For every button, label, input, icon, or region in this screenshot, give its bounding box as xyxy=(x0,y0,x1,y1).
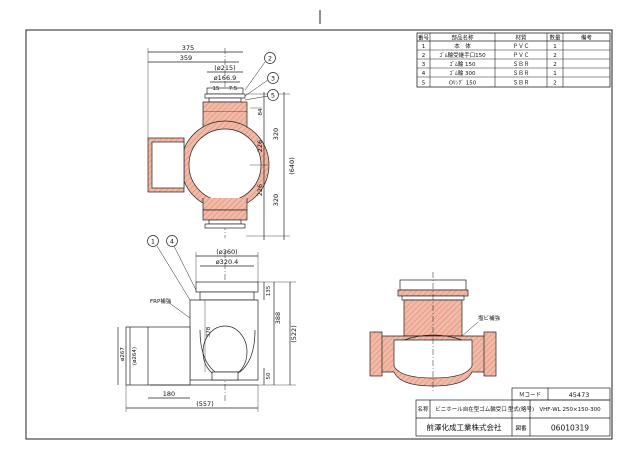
svg-text:1: 1 xyxy=(553,71,557,77)
company-name: 前澤化成工業株式会社 xyxy=(427,422,502,432)
model-label: 型式(略号) xyxy=(508,405,534,413)
model-value: VHF-WL 250×150-300 xyxy=(539,407,601,413)
dim-557: (557) xyxy=(196,400,213,408)
svg-text:ｺﾞﾑ輪受継手口150: ｺﾞﾑ輪受継手口150 xyxy=(439,51,486,59)
sheet-border xyxy=(25,29,613,440)
callout-balloon: 3 xyxy=(267,72,279,84)
dim-378: 378 xyxy=(206,326,212,337)
dim-360: (ø360) xyxy=(216,248,237,256)
svg-text:ＳＢＲ: ＳＢＲ xyxy=(513,80,530,87)
title-block xyxy=(415,387,611,437)
callout-balloon: 4 xyxy=(166,235,178,247)
svg-text:2: 2 xyxy=(553,81,557,87)
dim-50: 50 xyxy=(266,372,272,379)
name-value: ビニホール自在型ゴム輪受口 xyxy=(435,405,507,413)
svg-text:本 体: 本 体 xyxy=(454,42,471,50)
top-view-labels: 375 359 (ø215) ø166.9 15 7.5 84 320 226 … xyxy=(180,44,296,206)
header-no: 番号 xyxy=(418,35,430,42)
dim-135: 135 xyxy=(266,285,272,296)
dim-215: (ø215) xyxy=(214,64,235,72)
svg-text:2: 2 xyxy=(422,53,426,59)
front-view xyxy=(117,245,296,412)
header-material: 材質 xyxy=(515,34,527,42)
name-label: 名称 xyxy=(417,405,429,413)
svg-text:1: 1 xyxy=(422,44,426,50)
header-note: 備考 xyxy=(581,34,593,42)
svg-text:ｺﾞﾑ輪 300: ｺﾞﾑ輪 300 xyxy=(450,69,476,77)
dim-166-9: ø166.9 xyxy=(214,74,237,82)
dim-7-5: 7.5 xyxy=(229,86,238,92)
m-code-value: 45473 xyxy=(569,391,590,399)
dim-267: ø267 xyxy=(120,347,126,361)
header-name: 部品名称 xyxy=(451,34,474,42)
section-view xyxy=(369,272,497,392)
svg-text:Oﾘﾝｸﾞ 150: Oﾘﾝｸﾞ 150 xyxy=(449,80,477,87)
dim-320-lower: 320 xyxy=(272,194,280,206)
header-qty: 数量 xyxy=(549,34,561,42)
svg-text:3: 3 xyxy=(271,75,275,83)
table-row: 3 ｺﾞﾑ輪 150 ＳＢＲ 2 xyxy=(422,60,557,68)
dim-375: 375 xyxy=(182,44,194,52)
title-block-text: Ｍコード 45473 名称 ビニホール自在型ゴム輪受口 型式(略号) VHF-W… xyxy=(417,391,601,433)
table-row: 1 本 体 ＰＶＣ 1 xyxy=(422,42,557,50)
dim-522: (522) xyxy=(290,325,298,342)
svg-text:4: 4 xyxy=(422,71,426,77)
svg-text:5: 5 xyxy=(422,81,426,87)
callout-balloon: 1 xyxy=(147,235,159,247)
dim-264: (ø264) xyxy=(132,347,138,365)
drawing-no: 06010319 xyxy=(551,424,589,433)
svg-text:1: 1 xyxy=(553,44,557,50)
table-row: 5 Oﾘﾝｸﾞ 150 ＳＢＲ 2 xyxy=(422,80,557,87)
top-view xyxy=(147,48,290,240)
dim-359: 359 xyxy=(180,54,192,62)
svg-text:ＳＢＲ: ＳＢＲ xyxy=(513,70,530,77)
dim-388: 388 xyxy=(274,312,282,324)
svg-text:ＰＶＣ: ＰＶＣ xyxy=(513,52,530,59)
svg-text:2: 2 xyxy=(553,62,557,68)
dim-84: 84 xyxy=(258,108,264,115)
callout-balloon: 2 xyxy=(264,52,276,64)
section-label: 塩ビ補強 xyxy=(478,314,501,322)
front-view-labels: (ø360) ø320.4 135 388 (522) 378 50 ø267 … xyxy=(120,235,298,408)
callout-balloon: 5 xyxy=(267,89,279,101)
m-code-label: Ｍコード xyxy=(519,392,541,399)
svg-text:ｺﾞﾑ輪 150: ｺﾞﾑ輪 150 xyxy=(450,60,476,68)
dim-640: (640) xyxy=(288,157,296,174)
table-row: 4 ｺﾞﾑ輪 300 ＳＢＲ 1 xyxy=(422,69,557,77)
dim-180: 180 xyxy=(163,390,175,398)
dim-226-lower: 226 xyxy=(256,184,264,196)
parts-table: 番号 部品名称 材質 数量 備考 1 本 体 ＰＶＣ 1 2 ｺﾞﾑ輪受継手口1… xyxy=(416,32,611,88)
frp-label: FRP補強 xyxy=(150,297,172,305)
svg-text:3: 3 xyxy=(422,62,426,68)
svg-text:ＳＢＲ: ＳＢＲ xyxy=(513,61,530,68)
svg-text:5: 5 xyxy=(271,92,275,100)
dim-226-upper: 226 xyxy=(256,140,264,152)
dim-320-upper: 320 xyxy=(272,128,280,140)
dim-320-4: ø320.4 xyxy=(216,258,239,266)
dim-15: 15 xyxy=(213,86,220,92)
svg-text:1: 1 xyxy=(151,238,155,246)
svg-text:ＰＶＣ: ＰＶＣ xyxy=(513,43,530,50)
table-row: 2 ｺﾞﾑ輪受継手口150 ＰＶＣ 2 xyxy=(422,51,557,59)
svg-text:2: 2 xyxy=(553,53,557,59)
svg-text:2: 2 xyxy=(268,55,272,63)
drawing-no-label: 図番 xyxy=(515,425,527,432)
svg-text:4: 4 xyxy=(170,238,174,246)
